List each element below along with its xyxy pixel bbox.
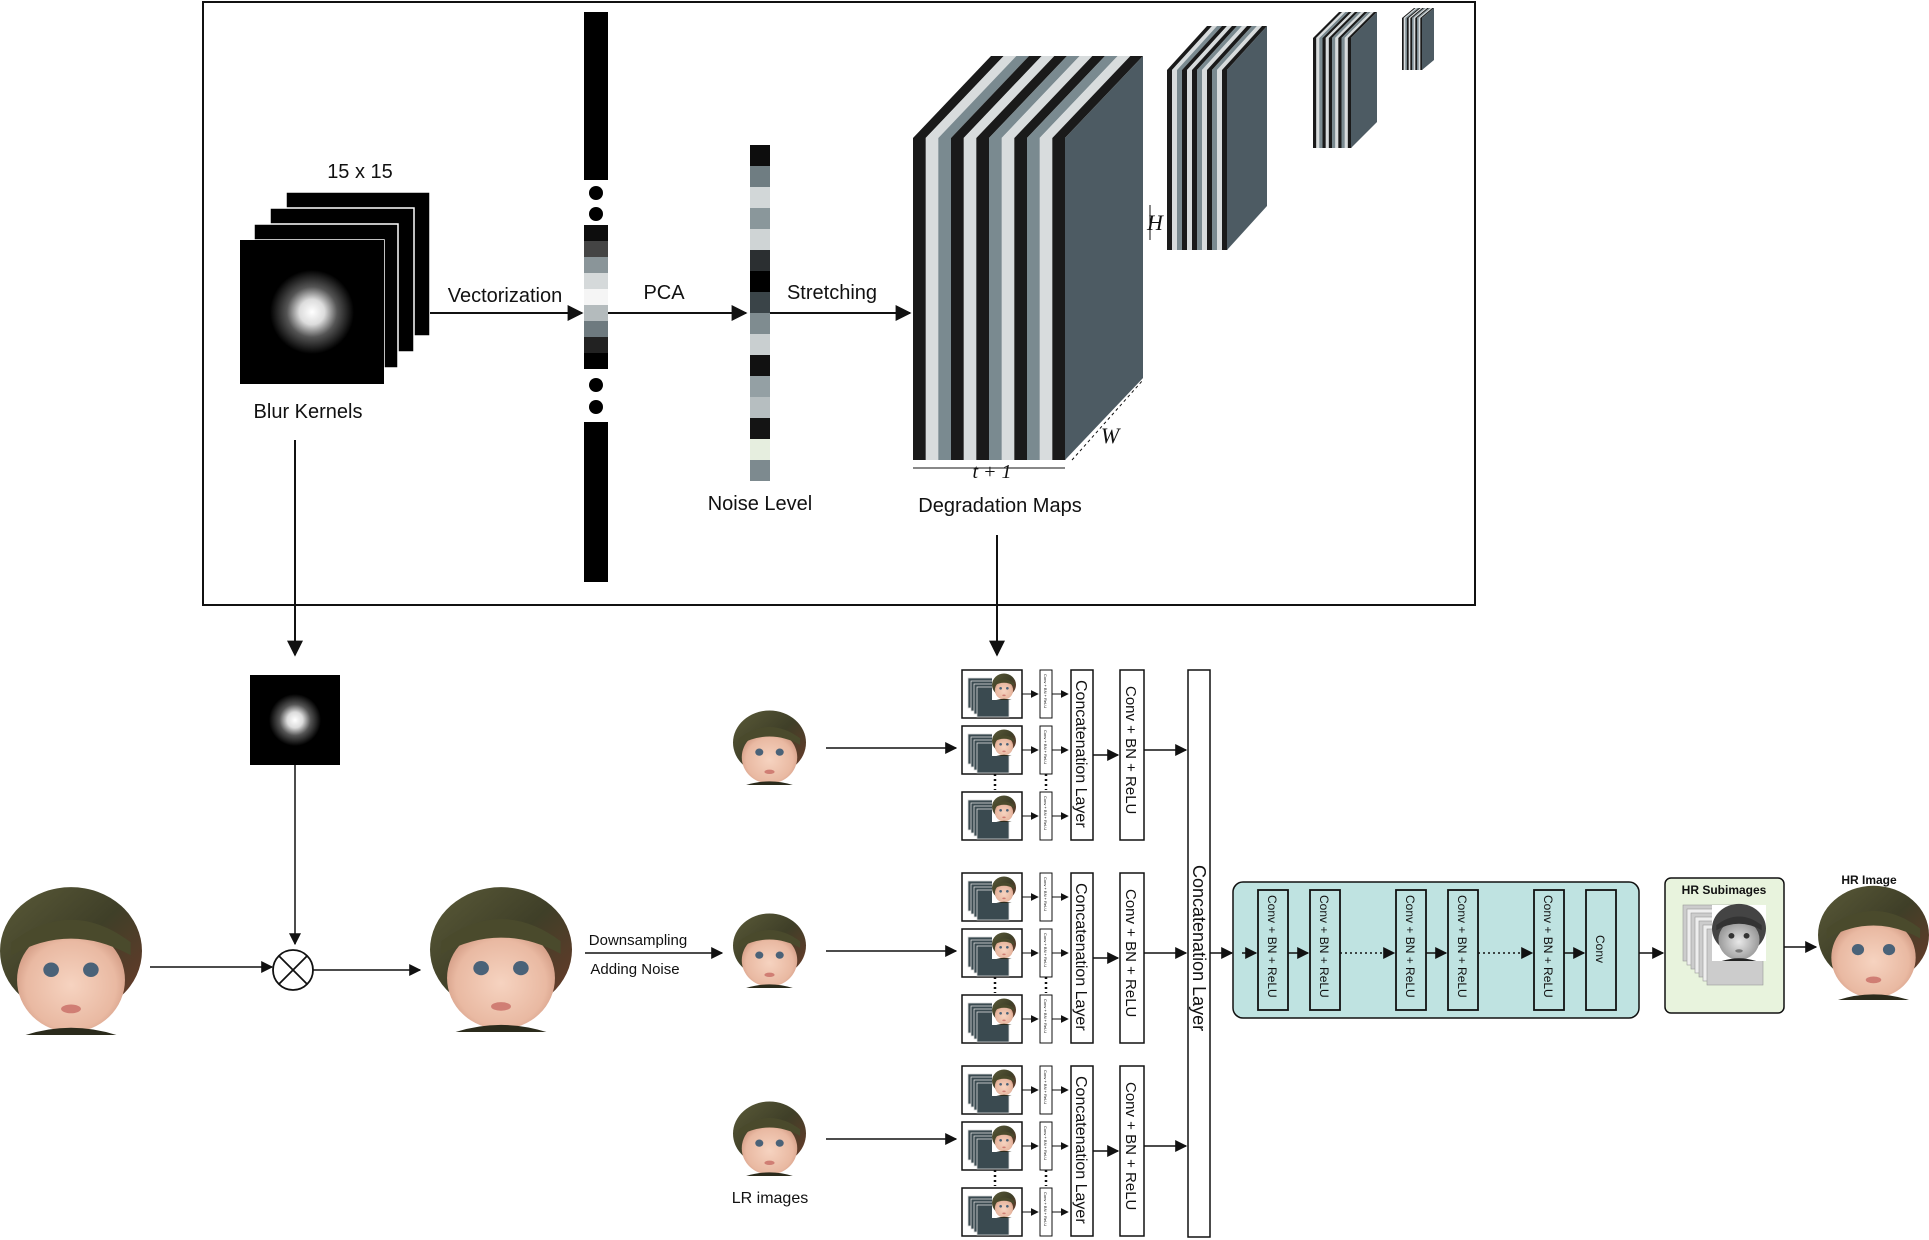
mini-block-label: Conv + BN + ReLU bbox=[1043, 933, 1048, 967]
pca-vector bbox=[750, 145, 770, 481]
mini-block-label: Conv + BN + ReLU bbox=[1043, 1070, 1048, 1104]
lr-degradation-stack bbox=[961, 1187, 1023, 1237]
branch-middle: Conv + BN + ReLU Conv + BN + ReLU Conv + B… bbox=[733, 872, 1188, 1044]
lr-branches: Conv + BN + ReLU Conv + BN + ReLU Conv + B… bbox=[733, 669, 1188, 1237]
stack-baby bbox=[992, 1191, 1016, 1218]
hr-output-image bbox=[1818, 885, 1929, 1000]
kernel-size-label: 15 x 15 bbox=[327, 161, 393, 183]
mini-block-label: Conv + BN + ReLU bbox=[1043, 877, 1048, 911]
degradation-map-block bbox=[1313, 12, 1377, 148]
conv-bn-relu-block bbox=[1309, 889, 1341, 1011]
hr-subimage-baby bbox=[1712, 903, 1766, 961]
map-depth-label: t + 1 bbox=[972, 461, 1011, 483]
noise-level-label: Noise Level bbox=[708, 493, 813, 515]
cnn-blocks: Conv + BN + ReLU Conv + BN + ReLU Conv + B… bbox=[1242, 889, 1617, 1011]
degradation-panel bbox=[202, 1, 1476, 606]
stretching-label: Stretching bbox=[787, 282, 877, 304]
kernel-vector bbox=[584, 12, 608, 582]
mini-block-label: Conv + BN + ReLU bbox=[1043, 674, 1048, 708]
degradation-map-block bbox=[1402, 8, 1434, 70]
stack-baby bbox=[992, 998, 1016, 1025]
conv-bn-relu-block-label: Conv + BN + ReLU bbox=[1317, 895, 1331, 998]
conv-bn-relu-block-label: Conv + BN + ReLU bbox=[1403, 895, 1417, 998]
stack-baby bbox=[992, 729, 1016, 756]
branch-top: Conv + BN + ReLU Conv + BN + ReLU Conv + B… bbox=[733, 669, 1188, 841]
branch-bottom: Conv + BN + ReLU Conv + BN + ReLU Conv + B… bbox=[733, 1065, 1188, 1237]
conv-block-label: Conv bbox=[1593, 935, 1607, 963]
cnn-body bbox=[1232, 881, 1640, 1019]
stack-baby bbox=[992, 1069, 1016, 1096]
conv-bn-relu-label: Conv + BN + ReLU bbox=[1122, 1082, 1139, 1210]
hr-subimages-stack bbox=[1682, 903, 1766, 986]
lr-images-label: LR images bbox=[732, 1190, 808, 1207]
conv-bn-relu-block-label: Conv + BN + ReLU bbox=[1455, 895, 1469, 998]
hr-output-baby bbox=[1818, 885, 1929, 1000]
hr-input-baby bbox=[0, 887, 142, 1035]
lr-degradation-stack bbox=[961, 1065, 1023, 1115]
conv-bn-relu-block-label: Conv + BN + ReLU bbox=[1265, 895, 1279, 998]
selected-blur-kernel bbox=[250, 675, 340, 765]
degradation-maps bbox=[913, 8, 1434, 469]
conv-block bbox=[1585, 889, 1617, 1011]
map-width-label: W bbox=[1101, 423, 1121, 448]
conv-bn-relu-layer bbox=[1119, 872, 1145, 1044]
blur-kernels-label: Blur Kernels bbox=[254, 401, 363, 423]
concat-layer-label: Concatenation Layer bbox=[1072, 680, 1089, 828]
hr-input-image bbox=[0, 887, 142, 1035]
lr-degradation-stack bbox=[961, 872, 1023, 922]
degradation-map-block bbox=[913, 56, 1143, 460]
lr-image bbox=[733, 710, 806, 785]
conv-bn-relu-layer bbox=[1119, 669, 1145, 841]
main-concat-label: Concatenation Layer bbox=[1189, 865, 1209, 1031]
lr-degradation-stack bbox=[961, 1121, 1023, 1171]
lr-image bbox=[733, 1101, 806, 1176]
conv-bn-relu-block bbox=[1395, 889, 1427, 1011]
degradation-map-block bbox=[1167, 26, 1267, 250]
lr-degradation-stack bbox=[961, 994, 1023, 1044]
degradation-maps-label: Degradation Maps bbox=[918, 495, 1081, 517]
concat-layer-label: Concatenation Layer bbox=[1072, 1076, 1089, 1224]
conv-bn-relu-block bbox=[1257, 889, 1289, 1011]
stack-baby bbox=[992, 795, 1016, 822]
blur-kernel-stack bbox=[239, 191, 431, 385]
lr-degradation-stack bbox=[961, 928, 1023, 978]
lr-degradation-stack bbox=[961, 791, 1023, 841]
stack-baby bbox=[992, 673, 1016, 700]
mini-block-label: Conv + BN + ReLU bbox=[1043, 1192, 1048, 1226]
pca-label: PCA bbox=[643, 282, 685, 304]
mini-block-label: Conv + BN + ReLU bbox=[1043, 1126, 1048, 1160]
convolution-operator-icon bbox=[272, 949, 314, 991]
conv-bn-relu-block bbox=[1533, 889, 1565, 1011]
conv-bn-relu-block-label: Conv + BN + ReLU bbox=[1541, 895, 1555, 998]
lr-degradation-stack bbox=[961, 669, 1023, 719]
concat-layer-label: Concatenation Layer bbox=[1072, 883, 1089, 1031]
stack-baby bbox=[992, 1125, 1016, 1152]
conv-bn-relu-label: Conv + BN + ReLU bbox=[1122, 686, 1139, 814]
blurred-image bbox=[430, 887, 572, 1032]
hr-subimages-label: HR Subimages bbox=[1682, 883, 1767, 897]
mini-block-label: Conv + BN + ReLU bbox=[1043, 999, 1048, 1033]
adding-noise-label: Adding Noise bbox=[590, 961, 679, 978]
downsampling-label: Downsampling bbox=[589, 932, 687, 949]
conv-bn-relu-block bbox=[1447, 889, 1479, 1011]
mini-block-label: Conv + BN + ReLU bbox=[1043, 730, 1048, 764]
stack-baby bbox=[992, 876, 1016, 903]
stack-baby bbox=[992, 932, 1016, 959]
lr-image bbox=[733, 913, 806, 988]
blurred-baby bbox=[430, 887, 572, 1032]
conv-bn-relu-label: Conv + BN + ReLU bbox=[1122, 889, 1139, 1017]
map-height-label: H bbox=[1146, 210, 1164, 235]
mini-block-label: Conv + BN + ReLU bbox=[1043, 796, 1048, 830]
lr-degradation-stack bbox=[961, 725, 1023, 775]
hr-image-label: HR Image bbox=[1841, 873, 1897, 887]
conv-bn-relu-layer bbox=[1119, 1065, 1145, 1237]
vectorization-label: Vectorization bbox=[448, 285, 563, 307]
